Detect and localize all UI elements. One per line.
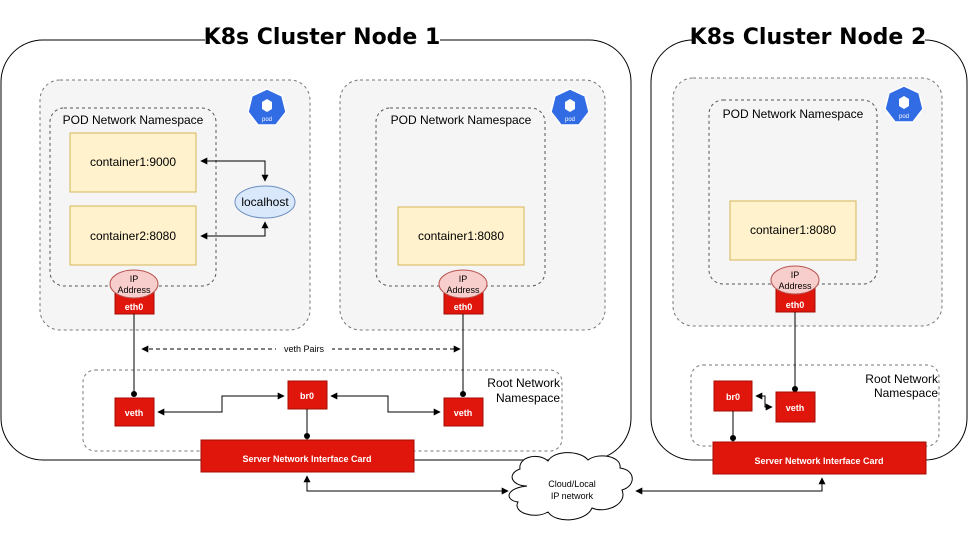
pod-1: POD Network Namespace pod container1:900… — [39, 79, 311, 331]
eth0-label: eth0 — [454, 302, 473, 312]
root-namespace-label: Root Network — [865, 372, 939, 386]
nic-label: Server Network Interface Card — [754, 456, 883, 466]
nic-box — [712, 441, 927, 475]
connector — [200, 221, 269, 240]
pod-2-namespace-label: POD Network Namespace — [391, 113, 532, 127]
cloud-network: Cloud/Local IP network — [508, 452, 633, 521]
root-namespace-label: Root Network — [487, 376, 561, 390]
veth-label: veth — [454, 408, 473, 418]
ip-address-label: IP — [791, 270, 800, 280]
root-namespace-label: Namespace — [874, 386, 938, 400]
connector — [330, 392, 441, 416]
eth0-label: eth0 — [125, 302, 144, 312]
eth0-label: eth0 — [786, 300, 805, 310]
container-label: container2:8080 — [90, 229, 176, 243]
pod-2: POD Network Namespace pod container1:808… — [339, 79, 606, 331]
svg-text:pod: pod — [565, 117, 575, 123]
pod-3-namespace-label: POD Network Namespace — [723, 107, 864, 121]
veth-label: veth — [786, 403, 805, 413]
br0-box — [713, 380, 753, 412]
container-box — [69, 132, 197, 193]
connector — [157, 392, 285, 416]
ip-address-ellipse — [770, 265, 820, 295]
svg-text:pod: pod — [262, 117, 272, 123]
ip-address-ellipse — [109, 269, 159, 299]
br0-label: br0 — [726, 392, 740, 402]
cloud-label: IP network — [551, 491, 594, 501]
node-2-title: K8s Cluster Node 2 — [690, 25, 927, 50]
pod-1-namespace-label: POD Network Namespace — [63, 113, 204, 127]
nic-label: Server Network Interface Card — [242, 454, 371, 464]
node-1-title: K8s Cluster Node 1 — [204, 25, 441, 50]
node-1: K8s Cluster Node 1 POD Network Namespace… — [0, 20, 632, 473]
br0-label: br0 — [300, 391, 314, 401]
container-label: container1:8080 — [750, 223, 836, 237]
pod-icon: pod — [247, 88, 287, 126]
ip-address-label: IP — [459, 274, 468, 284]
connector — [755, 392, 773, 411]
connector — [635, 477, 826, 495]
svg-text:pod: pod — [899, 114, 909, 120]
connector — [200, 157, 269, 182]
ip-address-label: IP — [130, 274, 139, 284]
container-label: container1:8080 — [418, 229, 504, 243]
veth-pairs-label: veth Pairs — [284, 344, 325, 354]
ip-address-ellipse — [438, 269, 488, 299]
pod-icon: pod — [550, 88, 590, 126]
veth-box — [114, 397, 155, 427]
connector — [303, 475, 509, 495]
pod-icon: pod — [884, 85, 924, 123]
node-2: K8s Cluster Node 2 POD Network Namespace… — [650, 20, 968, 475]
cloud-label: Cloud/Local — [548, 479, 596, 489]
container-box — [729, 200, 857, 261]
container-label: container1:9000 — [90, 155, 176, 169]
cloud-shape — [508, 452, 633, 521]
localhost-ellipse — [234, 185, 296, 219]
veth-box — [443, 397, 484, 427]
ip-address-label: Address — [446, 285, 480, 295]
container-box — [397, 206, 525, 266]
veth-label: veth — [125, 408, 144, 418]
pod-3: POD Network Namespace pod container1:808… — [672, 77, 943, 327]
root-namespace-label: Namespace — [496, 391, 560, 405]
localhost-label: localhost — [241, 195, 289, 209]
veth-box — [775, 391, 816, 423]
ip-address-label: Address — [117, 285, 151, 295]
container-box — [69, 205, 197, 266]
nic-box — [200, 439, 415, 473]
ip-address-label: Address — [778, 281, 812, 291]
